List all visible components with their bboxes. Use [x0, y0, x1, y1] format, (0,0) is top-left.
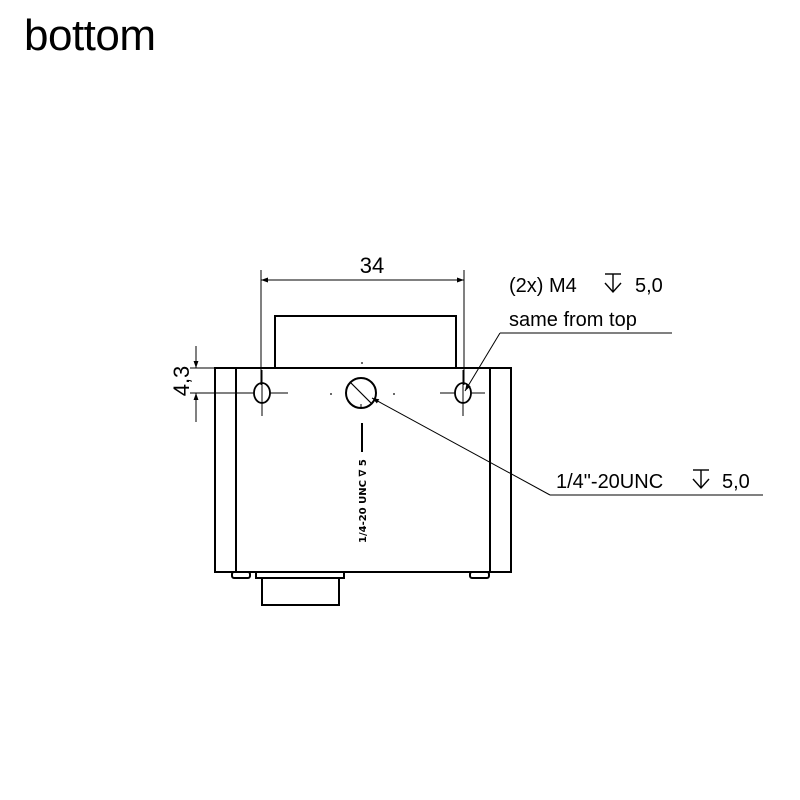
depth-symbol-icon-2: [692, 469, 710, 490]
tripod-callout-depth: 5,0: [722, 471, 750, 493]
width-dimension: 34: [260, 253, 465, 385]
engraving-text: 1/4-20 UNC ∇ 5: [358, 459, 369, 543]
tripod-callout-prefix: 1/4"-20UNC: [556, 471, 663, 493]
reference-marks: [330, 362, 395, 395]
m4-hole-left: [242, 370, 288, 416]
height-dimension-label: 4,3: [169, 366, 194, 397]
m4-callout: (2x) M4 5,0 same from top: [464, 273, 672, 392]
height-dimension: 4,3: [169, 346, 246, 422]
m4-callout-depth: 5,0: [635, 275, 663, 297]
m4-callout-note: same from top: [509, 309, 637, 331]
feet: [231, 571, 490, 579]
top-mount-block: [274, 315, 457, 369]
tripod-hole: [345, 377, 377, 409]
camera-body: [214, 367, 512, 573]
m4-hole-right: [440, 370, 485, 416]
width-dimension-label: 34: [360, 253, 384, 278]
depth-symbol-icon: [604, 273, 622, 294]
page-title: bottom: [24, 11, 156, 60]
bottom-connector: [255, 571, 345, 606]
tripod-callout: 1/4"-20UNC 5,0: [371, 397, 763, 496]
m4-callout-prefix: (2x) M4: [509, 275, 577, 297]
